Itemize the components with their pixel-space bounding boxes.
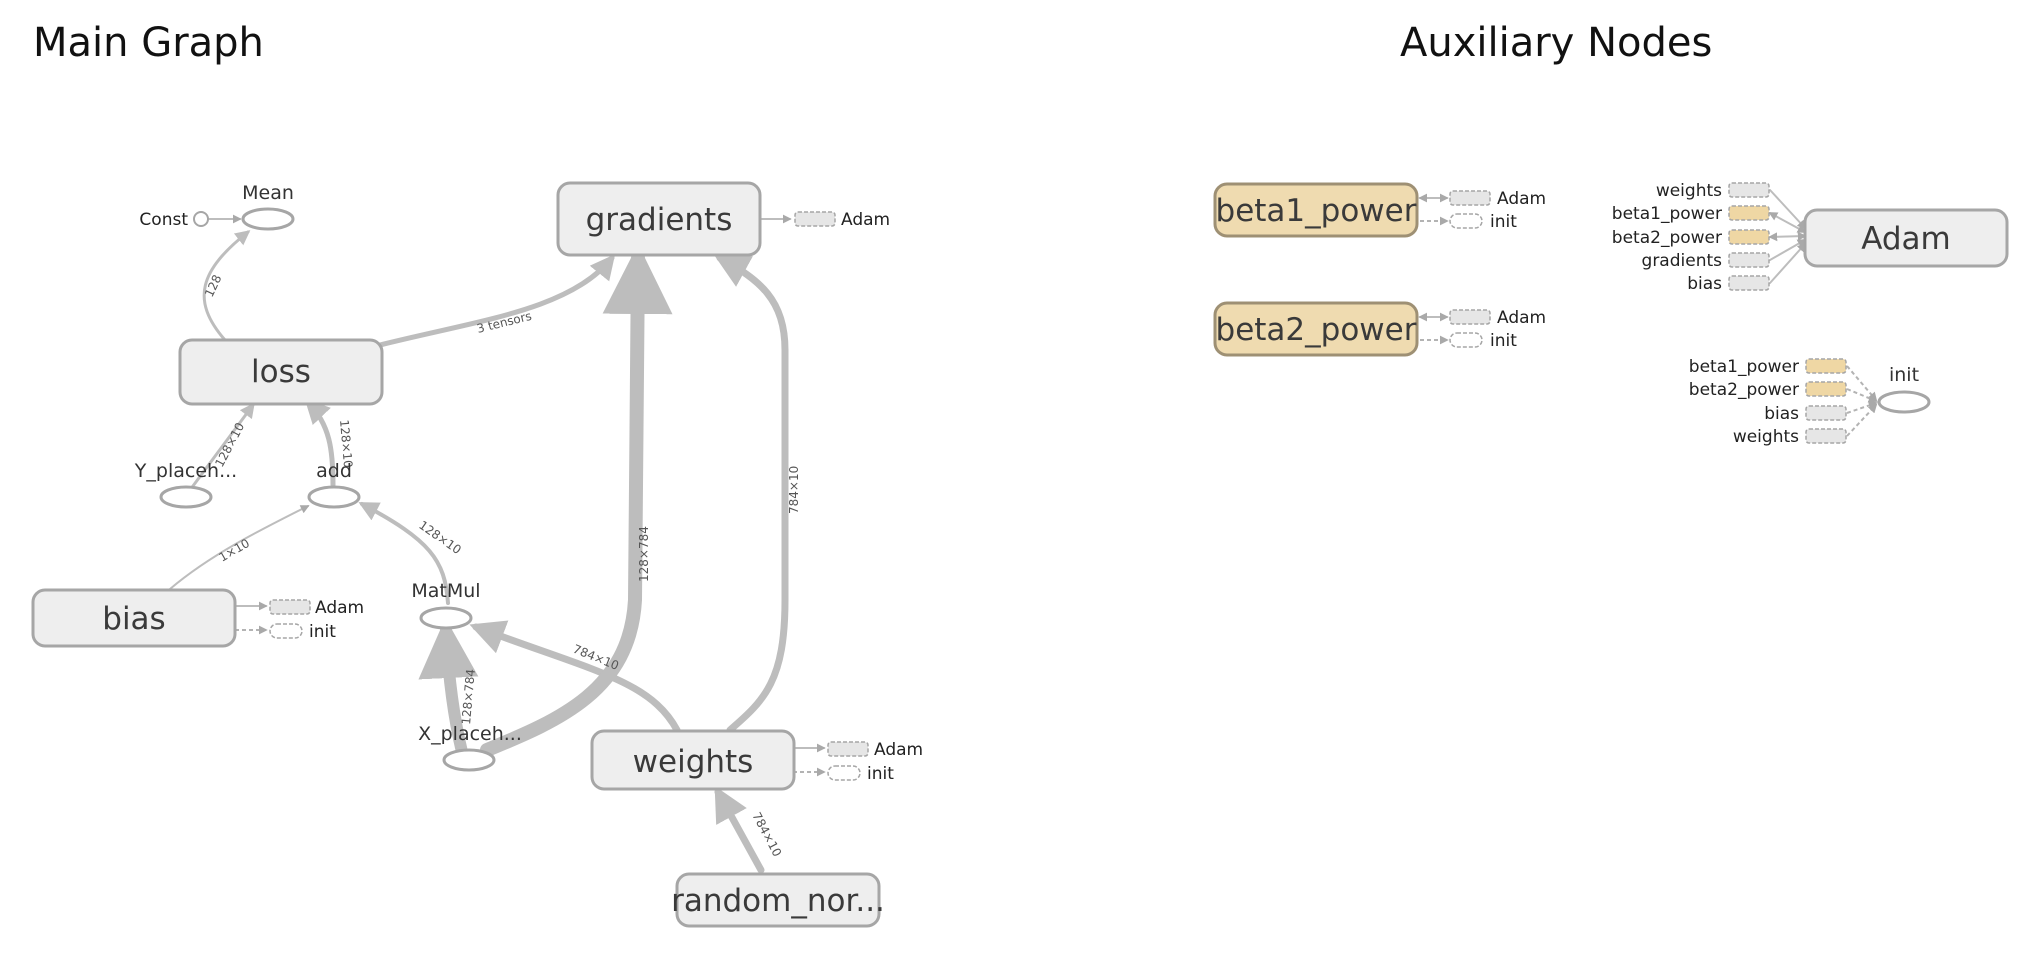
annotation-label: Adam [841, 210, 890, 230]
init-input-bias[interactable]: bias [1764, 404, 1847, 424]
node-weights[interactable]: weights [590, 729, 796, 791]
annotation-beta1-adam[interactable]: Adam [1449, 189, 1546, 209]
auxiliary-nodes-title: Auxiliary Nodes [1400, 20, 1713, 66]
node-random-normal[interactable]: random_nor... [671, 872, 885, 928]
annotation-label: init [309, 622, 336, 642]
adam-input-label: beta1_power [1612, 204, 1722, 224]
node-add[interactable]: add [307, 460, 361, 509]
init-inputs [1846, 365, 1878, 437]
init-input-label: beta2_power [1689, 380, 1799, 400]
init-input-label: bias [1764, 404, 1799, 424]
node-y-placeholder[interactable]: Y_placeh... [134, 460, 237, 509]
node-const-label: Const [139, 210, 188, 230]
annotation-label: init [867, 764, 894, 784]
edge-loss-gradients [377, 254, 616, 348]
node-beta2-power[interactable]: beta2_power [1213, 301, 1419, 357]
edge-label-loss-gradients: 3 tensors [475, 309, 533, 336]
edge-label-add-loss: 128×10 [337, 419, 355, 468]
node-mean[interactable]: Mean [241, 182, 295, 231]
node-weights-label: weights [633, 744, 754, 780]
annotation-label: init [1490, 212, 1517, 232]
adam-input-weights[interactable]: weights [1656, 181, 1770, 201]
edge-label-x-matmul: 128×784 [459, 668, 478, 725]
init-input-weights[interactable]: weights [1733, 427, 1847, 447]
edge-random-weights [714, 785, 765, 874]
adam-inputs [1768, 189, 1807, 284]
node-beta2-power-label: beta2_power [1216, 312, 1417, 348]
adam-input-label: gradients [1642, 251, 1723, 271]
node-bias-label: bias [102, 601, 165, 637]
main-graph-title: Main Graph [33, 20, 264, 66]
edge-label-bias-add: 1×10 [217, 536, 253, 565]
annotation-label: Adam [874, 740, 923, 760]
init-input-beta1-power[interactable]: beta1_power [1689, 357, 1847, 377]
node-gradients-label: gradients [586, 202, 733, 238]
edge-label-loss-mean: 128 [202, 273, 224, 300]
edge-label-x-gradients: 128×784 [637, 526, 651, 582]
init-input-label: beta1_power [1689, 357, 1799, 377]
adam-input-beta2-power[interactable]: beta2_power [1612, 228, 1770, 248]
adam-input-label: bias [1687, 274, 1722, 294]
edge-label-matmul-add: 128×10 [416, 518, 464, 557]
adam-input-label: weights [1656, 181, 1722, 201]
edge-bias-add [169, 505, 310, 590]
edge-matmul-add [358, 502, 450, 605]
init-input-beta2-power[interactable]: beta2_power [1689, 380, 1847, 400]
adam-input-beta1-power[interactable]: beta1_power [1612, 204, 1770, 224]
node-adam[interactable]: Adam [1803, 208, 2009, 268]
node-x-placeholder[interactable]: X_placeh... [418, 723, 522, 772]
annotation-label: Adam [1497, 308, 1546, 328]
node-bias[interactable]: bias [31, 588, 237, 648]
annotation-bias-init[interactable]: init [269, 622, 336, 642]
edge-weights-gradients [713, 254, 789, 734]
node-loss-label: loss [251, 354, 311, 390]
edge-x-matmul [418, 618, 479, 758]
edge-label-weights-gradients: 784×10 [787, 466, 801, 514]
annotation-weights-adam[interactable]: Adam [827, 740, 923, 760]
node-beta1-power[interactable]: beta1_power [1213, 182, 1419, 238]
annotation-label: Adam [315, 598, 364, 618]
node-add-label: add [316, 460, 352, 482]
annotation-beta1-init[interactable]: init [1449, 212, 1517, 232]
node-loss[interactable]: loss [178, 338, 384, 406]
node-gradients[interactable]: gradients [556, 181, 762, 257]
annotation-label: init [1490, 331, 1517, 351]
annotation-label: Adam [1497, 189, 1546, 209]
annotation-beta2-adam[interactable]: Adam [1449, 308, 1546, 328]
edge-loss-mean [202, 230, 251, 342]
node-mean-label: Mean [242, 182, 294, 204]
edges [169, 214, 826, 874]
node-init-label: init [1889, 364, 1919, 386]
edge-add-loss [304, 398, 336, 488]
edge-y-loss [188, 402, 255, 492]
node-adam-label: Adam [1861, 221, 1951, 257]
annotation-weights-init[interactable]: init [827, 764, 894, 784]
node-x-placeholder-label: X_placeh... [418, 723, 522, 745]
adam-input-bias[interactable]: bias [1687, 274, 1770, 294]
annotation-bias-adam[interactable]: Adam [269, 598, 364, 618]
node-y-placeholder-label: Y_placeh... [134, 460, 237, 482]
node-init[interactable]: init [1877, 364, 1931, 414]
node-const[interactable]: Const [139, 210, 209, 230]
node-matmul[interactable]: MatMul [411, 580, 481, 630]
annotation-beta2-init[interactable]: init [1449, 331, 1517, 351]
node-beta1-power-label: beta1_power [1216, 193, 1417, 229]
annotation-gradients-adam[interactable]: Adam [794, 210, 890, 230]
edge-x-gradients [480, 244, 673, 757]
node-random-normal-label: random_nor... [671, 883, 885, 919]
node-matmul-label: MatMul [411, 580, 480, 602]
init-input-label: weights [1733, 427, 1799, 447]
adam-input-label: beta2_power [1612, 228, 1722, 248]
adam-input-gradients[interactable]: gradients [1642, 251, 1770, 271]
